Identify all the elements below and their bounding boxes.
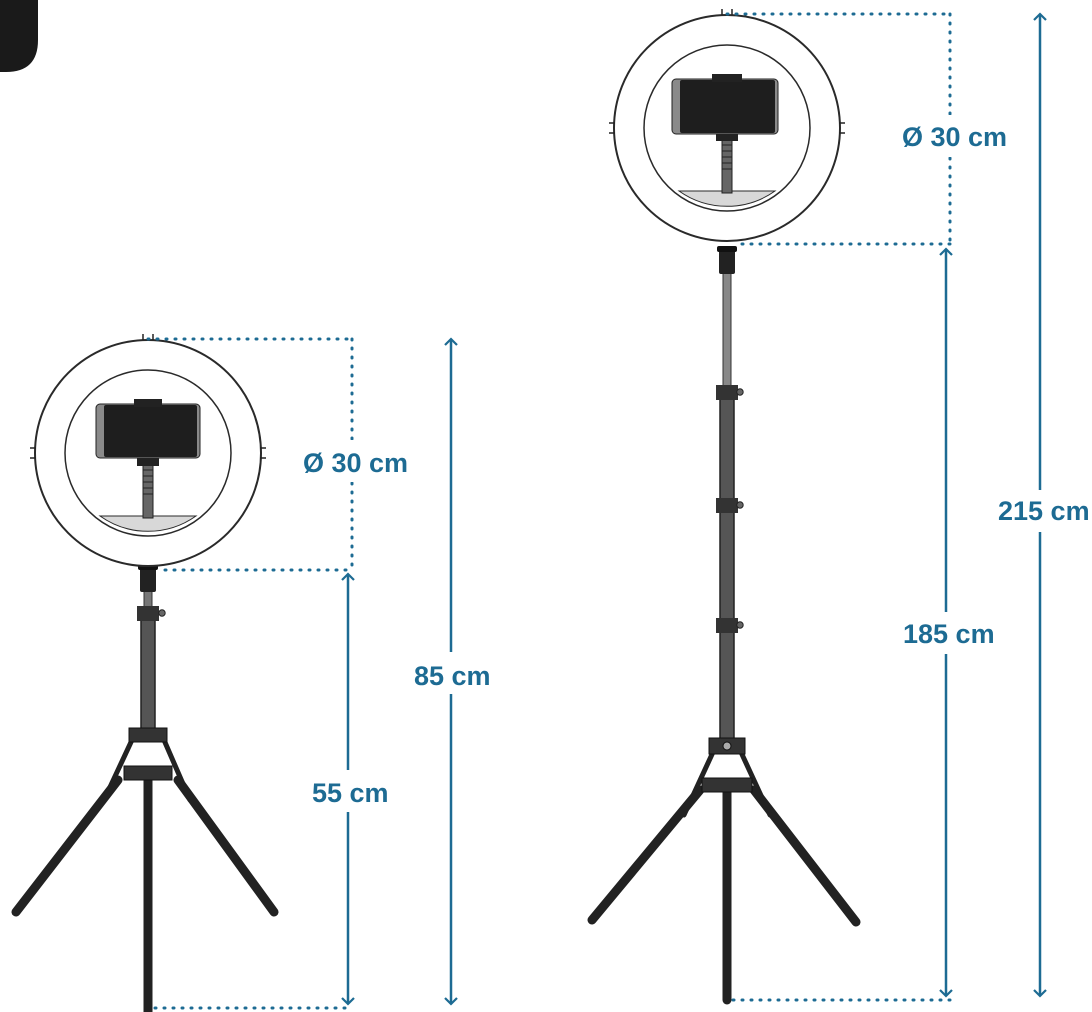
collapsed-total-height-label: 85 cm (414, 661, 491, 691)
extended-guides (725, 12, 952, 1002)
ball-head (719, 250, 735, 274)
collapsed-ring-diameter-label: Ø 30 cm (303, 448, 408, 478)
collapsed-stand-height-label: 55 cm (312, 778, 389, 808)
collapsed-ring-light (11, 334, 279, 1012)
corner-tab (0, 0, 38, 72)
extended-ring-light (587, 9, 861, 1005)
extended-total-height-label: 215 cm (998, 496, 1090, 526)
tripod-legs (11, 737, 279, 1012)
height-clamp (137, 606, 159, 621)
stand-pole (140, 607, 156, 741)
height-clamp (716, 385, 738, 400)
stand-pole (719, 387, 735, 749)
tripod-legs (587, 747, 861, 1005)
ball-head (140, 568, 156, 592)
height-clamp (716, 618, 738, 633)
extended-stand-height-label: 185 cm (903, 619, 995, 649)
height-clamp (716, 498, 738, 513)
extended-ring-diameter-label: Ø 30 cm (902, 122, 1007, 152)
